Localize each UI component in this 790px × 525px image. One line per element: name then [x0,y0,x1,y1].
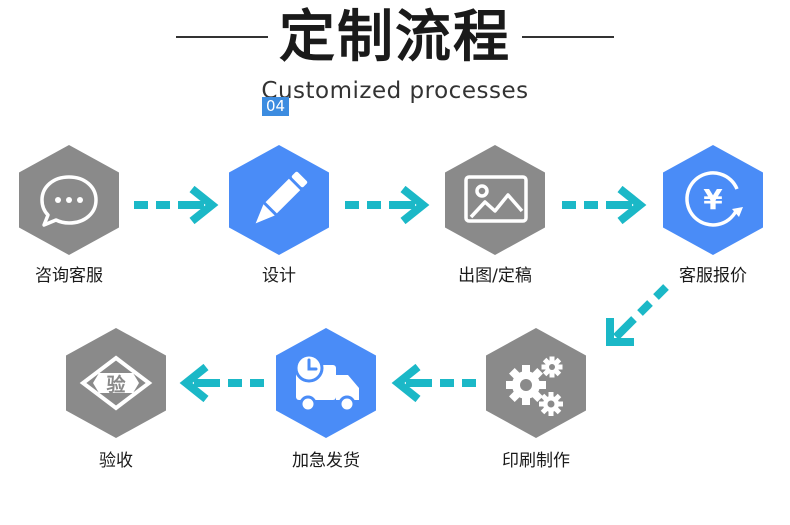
hexagon-shape [19,145,119,255]
page-title: 定制流程 [279,5,511,70]
hexagon-shape: ¥ [663,145,763,255]
arrow-right-1 [134,185,219,225]
step-print [486,328,586,438]
hexagon-shape [276,328,376,438]
arrow-diagonal-down-left [606,284,669,346]
image-icon [464,175,528,223]
step-quote: ¥ [663,145,763,255]
step-label-print: 印刷制作 [502,451,570,471]
step-badge: 04 [262,97,289,116]
chat-bubble-icon [40,175,98,227]
title-line-left [176,36,268,38]
arrow-left-2 [179,363,264,403]
arrow-left-1 [391,363,476,403]
page-subtitle: Customized processes [261,78,529,104]
step-ship [276,328,376,438]
delivery-truck-icon [294,353,359,413]
yuan-symbol: ¥ [703,183,723,216]
pencil-icon [255,171,308,224]
yuan-refresh-icon: ¥ [685,171,743,227]
hexagon-shape [445,145,545,255]
arrow-right-2 [345,185,430,225]
step-accept: 验 [66,328,166,438]
hexagon-shape [486,328,586,438]
step-label-design: 设计 [262,266,296,286]
step-consult [19,145,119,255]
step-label-accept: 验收 [99,451,133,471]
step-label-quote: 客服报价 [679,266,747,286]
hexagon-shape: 验 [66,328,166,438]
step-label-ship: 加急发货 [292,451,360,471]
step-design [229,145,329,255]
step-draft [445,145,545,255]
title-line-right [522,36,614,38]
seal-character: 验 [106,373,126,396]
arrow-right-3 [562,185,647,225]
gears-icon [506,356,563,416]
step-label-consult: 咨询客服 [35,266,103,286]
inspection-seal-icon: 验 [79,355,153,411]
hexagon-shape [229,145,329,255]
step-label-draft: 出图/定稿 [458,266,532,286]
